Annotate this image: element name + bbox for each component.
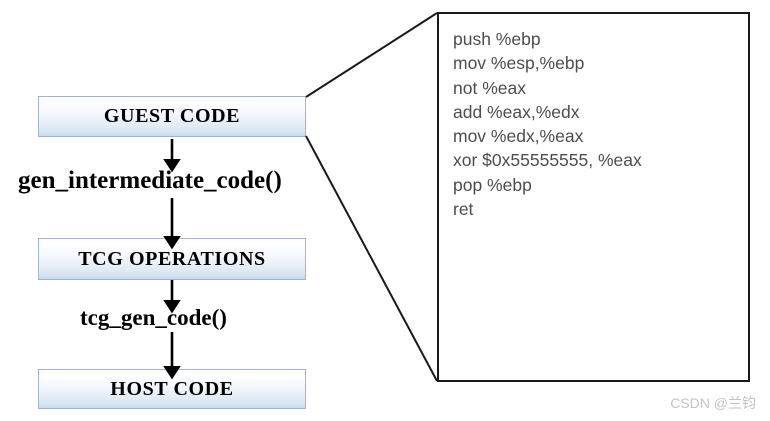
flow-label-gen-intermediate-code: gen_intermediate_code()	[18, 167, 282, 194]
code-line: push %ebp	[453, 29, 541, 49]
flow-box-tcg-operations-label: TCG OPERATIONS	[78, 247, 266, 270]
code-line: xor $0x55555555, %eax	[453, 150, 642, 171]
code-line: ret	[453, 199, 474, 220]
assembly-code-list: push %ebp mov %esp,%ebp not %eax add %ea…	[439, 14, 748, 221]
flow-box-host-code-label: HOST CODE	[110, 377, 234, 400]
flow-label-tcg-gen-code: tcg_gen_code()	[80, 305, 227, 330]
code-line: mov %esp,%ebp	[453, 53, 585, 74]
flow-box-guest-code[interactable]: GUEST CODE	[38, 96, 306, 137]
code-line: pop %ebp	[453, 174, 532, 195]
code-line: add %eax,%edx	[453, 101, 580, 122]
guest-code-callout: push %ebp mov %esp,%ebp not %eax add %ea…	[437, 12, 750, 382]
flow-box-guest-code-label: GUEST CODE	[103, 105, 241, 127]
flow-box-host-code[interactable]: HOST CODE	[38, 369, 306, 409]
code-line: not %eax	[453, 77, 526, 98]
code-line: mov %edx,%eax	[453, 126, 584, 147]
watermark-text: CSDN @兰钧	[670, 395, 756, 411]
